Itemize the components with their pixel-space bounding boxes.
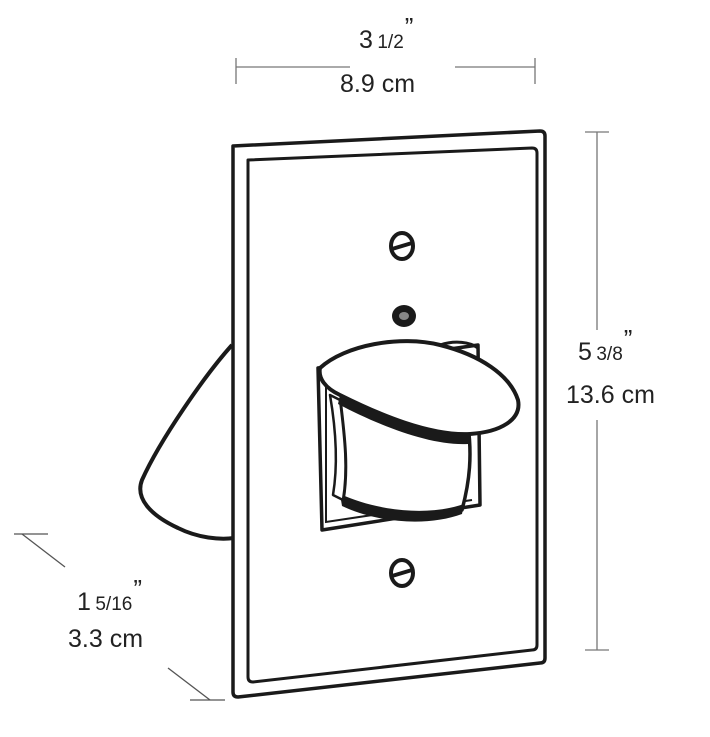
height-metric-label: 13.6 cm — [566, 381, 655, 409]
height-imperial-label: 5 3/8” — [578, 324, 633, 366]
width-imperial-label: 3 1/2” — [359, 12, 414, 54]
width-metric-label: 8.9 cm — [340, 70, 416, 98]
depth-metric-label: 3.3 cm — [68, 625, 144, 653]
depth-imperial-label: 1 5/16” — [77, 574, 143, 616]
hood-rim — [338, 395, 470, 445]
depth-dimension-line — [14, 533, 225, 701]
height-dimension-line — [585, 131, 609, 651]
screw-icon — [389, 231, 415, 261]
rear-housing — [138, 343, 235, 541]
lens-left-side — [328, 393, 347, 502]
led-icon — [392, 305, 416, 327]
hood-top-edge — [439, 340, 479, 350]
sensor-hood — [317, 339, 521, 437]
width-dimension-line — [235, 58, 536, 84]
screw-icon — [389, 558, 415, 588]
lens-bottom-band — [340, 494, 464, 522]
